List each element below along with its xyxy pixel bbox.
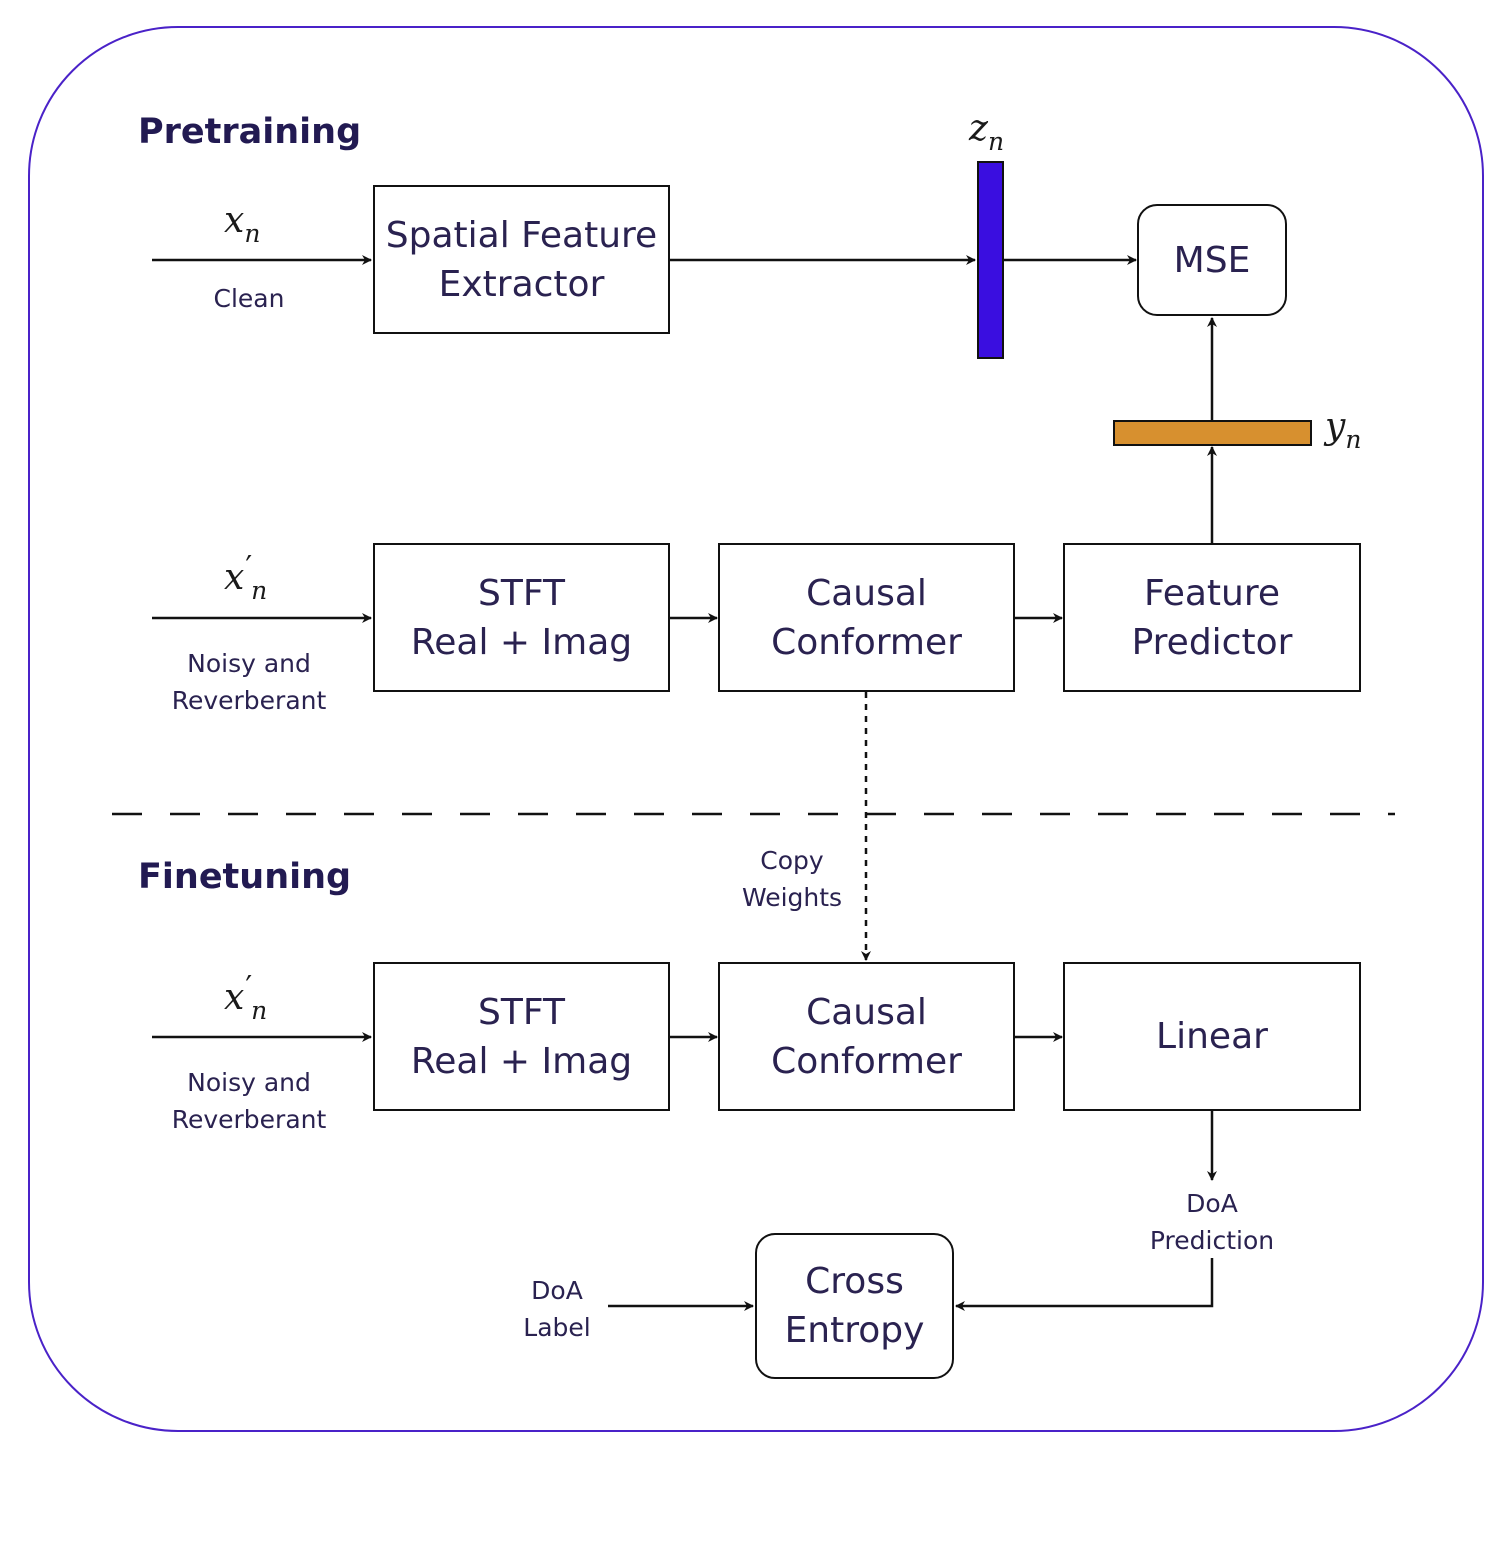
clean-label: Clean [213, 284, 285, 313]
finetuning-title: Finetuning [138, 857, 352, 897]
x-prime-n-symbol-finetuning: x′n [224, 970, 268, 1025]
causal-conformer-block-pretraining: Causal Conformer [718, 543, 1015, 692]
y-n-symbol: yn [1325, 406, 1362, 454]
outer-frame [28, 26, 1484, 1432]
copy-weights-label: Copy Weights [741, 846, 843, 912]
feature-predictor-block: Feature Predictor [1063, 543, 1361, 692]
x-n-symbol: xn [224, 200, 261, 248]
pretraining-title: Pretraining [138, 112, 362, 152]
x-prime-n-symbol-pretraining: x′n [224, 550, 268, 605]
doa-label-label: DoA Label [523, 1276, 591, 1342]
z-n-feature-bar [977, 161, 1004, 359]
stft-block-pretraining: STFT Real + Imag [373, 543, 670, 692]
mse-block: MSE [1137, 204, 1287, 316]
stft-block-finetuning: STFT Real + Imag [373, 962, 670, 1111]
y-n-feature-bar [1113, 420, 1312, 446]
z-n-symbol: zn [969, 108, 1005, 156]
causal-conformer-block-finetuning: Causal Conformer [718, 962, 1015, 1111]
doa-prediction-label: DoA Prediction [1149, 1189, 1275, 1255]
noisy-reverberant-label-pretraining: Noisy and Reverberant [171, 649, 327, 715]
linear-block: Linear [1063, 962, 1361, 1111]
arrow-prediction-to-cross-entropy [955, 1258, 1214, 1311]
noisy-reverberant-label-finetuning: Noisy and Reverberant [171, 1068, 327, 1134]
spatial-feature-extractor-block: Spatial Feature Extractor [373, 185, 670, 334]
cross-entropy-block: Cross Entropy [755, 1233, 954, 1379]
